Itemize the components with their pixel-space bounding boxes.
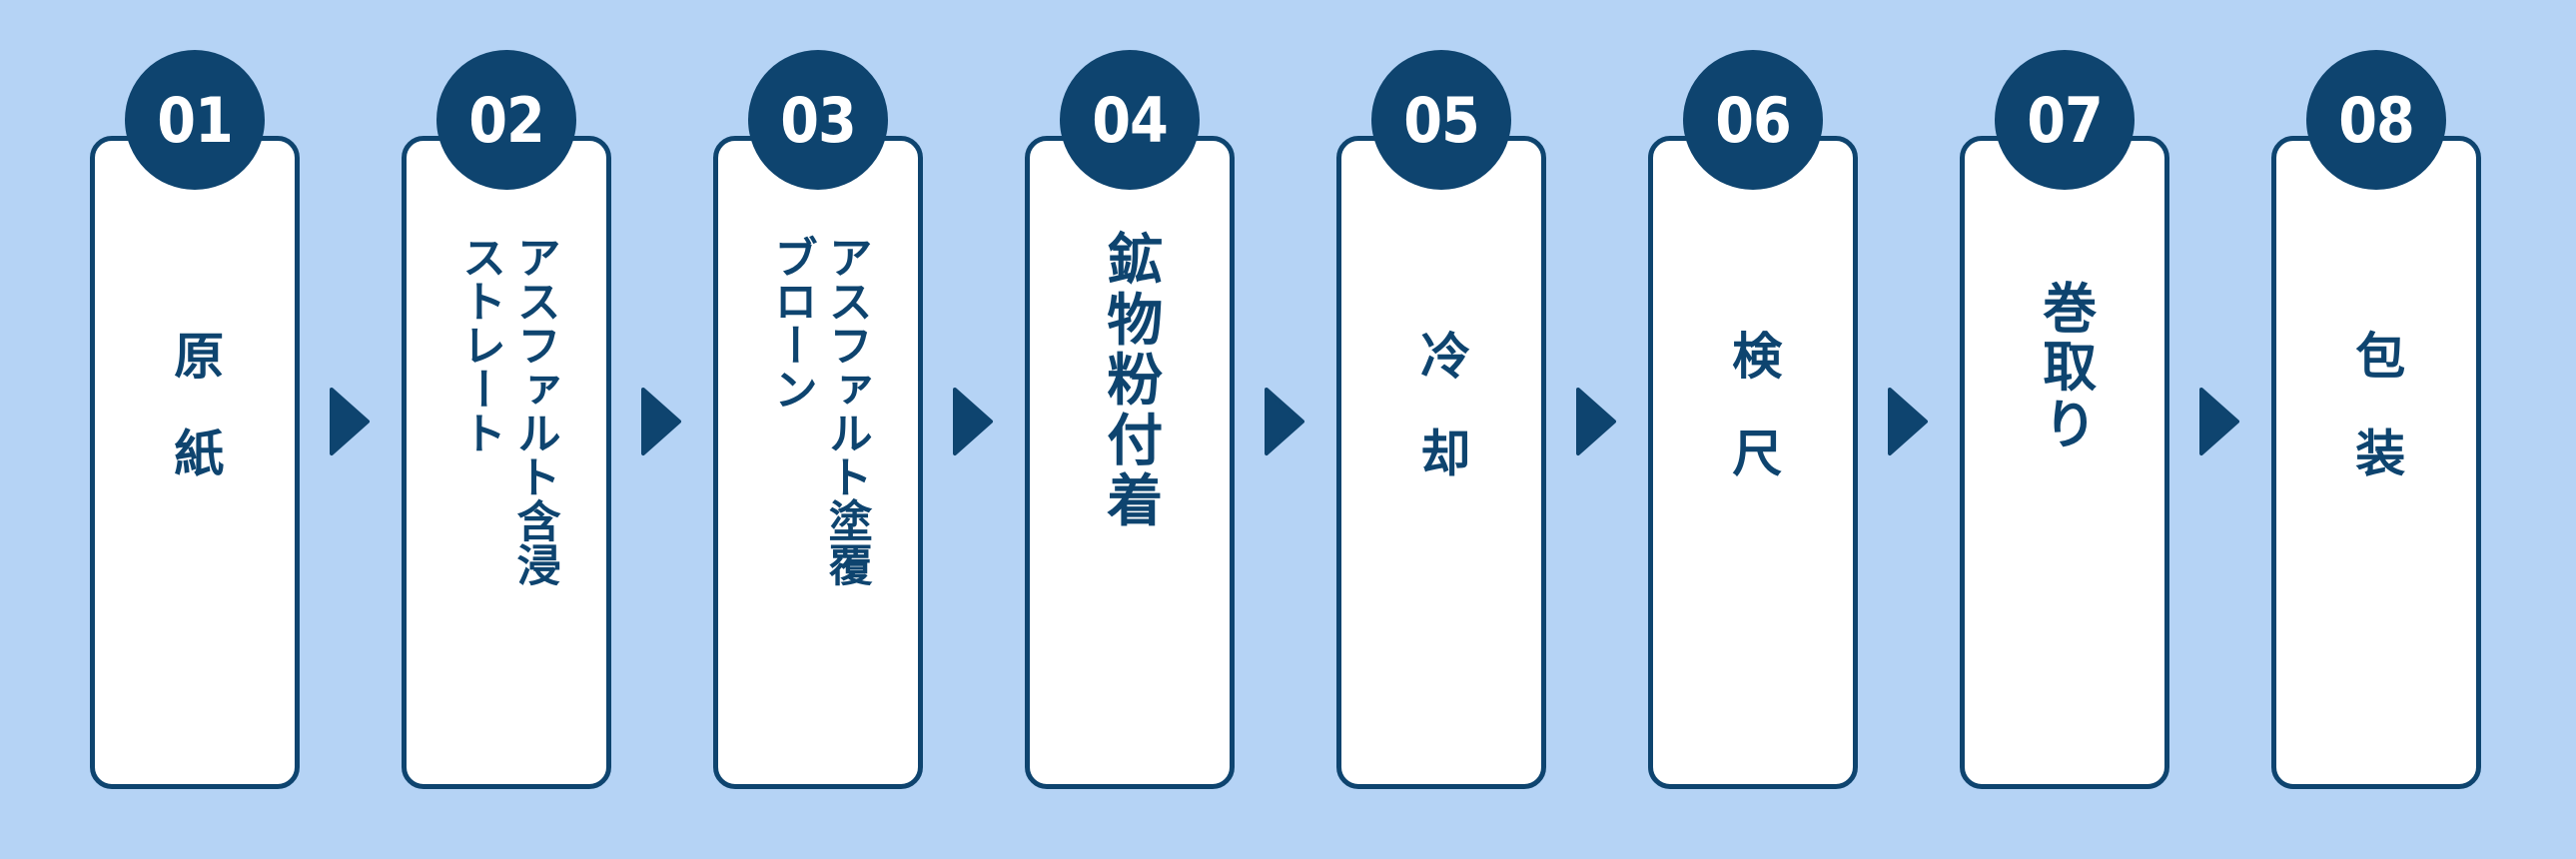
step-label: 包装 — [2271, 200, 2481, 779]
step-card — [1336, 136, 1546, 789]
step-number-badge: 08 — [2306, 50, 2446, 190]
step-label-line: 検尺 — [1724, 330, 1783, 524]
triangle-right-icon — [2197, 387, 2241, 456]
step-card — [402, 136, 611, 789]
triangle-right-icon — [1574, 387, 1618, 456]
step-number-badge: 01 — [125, 50, 265, 190]
flow-arrow-5 — [1574, 387, 1618, 456]
step-card — [1025, 136, 1235, 789]
step-label-line: 冷却 — [1412, 330, 1471, 524]
step-label: ストレート アスファルト含浸 — [402, 235, 611, 814]
step-label-line: ストレート — [454, 235, 505, 454]
triangle-right-icon — [1886, 387, 1930, 456]
step-06: 06 検尺 — [1648, 50, 1858, 799]
step-number-badge: 02 — [436, 50, 576, 190]
step-label-line: アスファルト塗覆 — [820, 235, 872, 586]
step-label: 原紙 — [90, 200, 300, 779]
step-number-badge: 03 — [748, 50, 888, 190]
step-label-line: アスファルト含浸 — [508, 235, 560, 586]
flow-arrow-7 — [2197, 387, 2241, 456]
step-08: 08 包装 — [2271, 50, 2481, 799]
triangle-right-icon — [1263, 387, 1306, 456]
step-number-badge: 06 — [1683, 50, 1823, 190]
step-label: 鉱物粉付着 — [1025, 230, 1235, 809]
flow-arrow-3 — [951, 387, 995, 456]
step-label: 冷却 — [1336, 200, 1546, 779]
step-card — [90, 136, 300, 789]
triangle-right-icon — [951, 387, 995, 456]
step-card — [713, 136, 923, 789]
step-label-line: 鉱物粉付着 — [1097, 230, 1163, 532]
flow-arrow-1 — [328, 387, 372, 456]
step-05: 05 冷却 — [1336, 50, 1546, 799]
step-07: 07 巻取り — [1960, 50, 2169, 799]
step-label: ブローン アスファルト塗覆 — [713, 235, 923, 814]
flow-arrow-6 — [1886, 387, 1930, 456]
flow-arrow-4 — [1263, 387, 1306, 456]
step-label: 検尺 — [1648, 200, 1858, 779]
process-flow: 01 原紙 02 ストレート アスファルト含浸 03 ブローン アスファルト塗覆 — [90, 50, 2481, 799]
step-card — [1960, 136, 2169, 789]
step-number-badge: 04 — [1060, 50, 1200, 190]
step-card — [1648, 136, 1858, 789]
triangle-right-icon — [328, 387, 372, 456]
step-04: 04 鉱物粉付着 — [1025, 50, 1235, 799]
step-label: 巻取り — [1960, 280, 2169, 859]
step-01: 01 原紙 — [90, 50, 300, 799]
step-02: 02 ストレート アスファルト含浸 — [402, 50, 611, 799]
triangle-right-icon — [639, 387, 683, 456]
step-label-line: 包装 — [2347, 330, 2406, 524]
step-number-badge: 05 — [1371, 50, 1511, 190]
step-number-badge: 07 — [1995, 50, 2135, 190]
step-label-line: 原紙 — [166, 330, 225, 524]
step-03: 03 ブローン アスファルト塗覆 — [713, 50, 923, 799]
step-label-line: ブローン — [766, 235, 817, 411]
step-label-line: 巻取り — [2033, 280, 2097, 454]
flow-arrow-2 — [639, 387, 683, 456]
